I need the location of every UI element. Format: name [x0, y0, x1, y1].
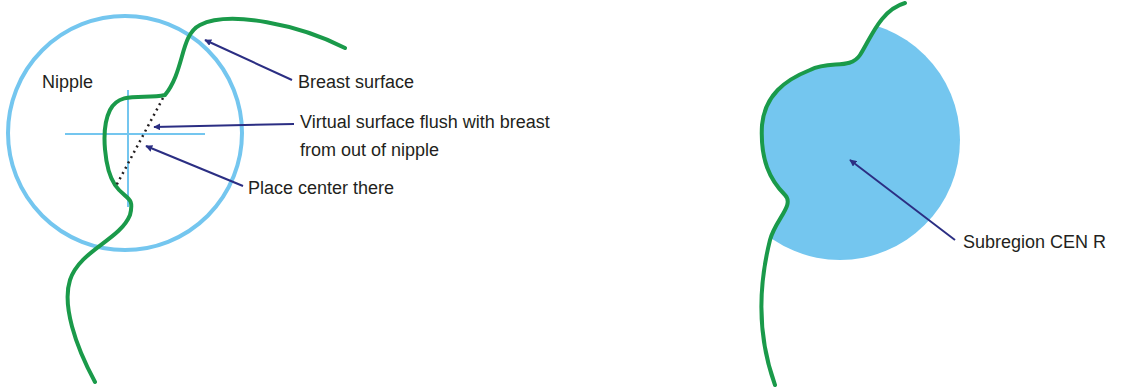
- subregion-fill: [720, 20, 960, 260]
- breast-surface-curve: [761, 3, 905, 385]
- note-label: Virtual surface flush with breast from o…: [300, 108, 580, 164]
- leader-arrow: [205, 40, 292, 80]
- part-label: Nipple: [42, 70, 93, 94]
- region-circle: [8, 16, 242, 250]
- crosshair: [127, 90, 129, 207]
- leader-arrow: [154, 124, 294, 127]
- leader-arrow: [850, 160, 955, 240]
- virtual-surface-line: [116, 98, 163, 186]
- leader-arrow: [146, 146, 243, 186]
- crosshair: [65, 133, 205, 135]
- region-label: Subregion CEN R: [963, 230, 1106, 254]
- note-label: Place center there: [248, 176, 394, 200]
- part-label: Breast surface: [298, 70, 414, 94]
